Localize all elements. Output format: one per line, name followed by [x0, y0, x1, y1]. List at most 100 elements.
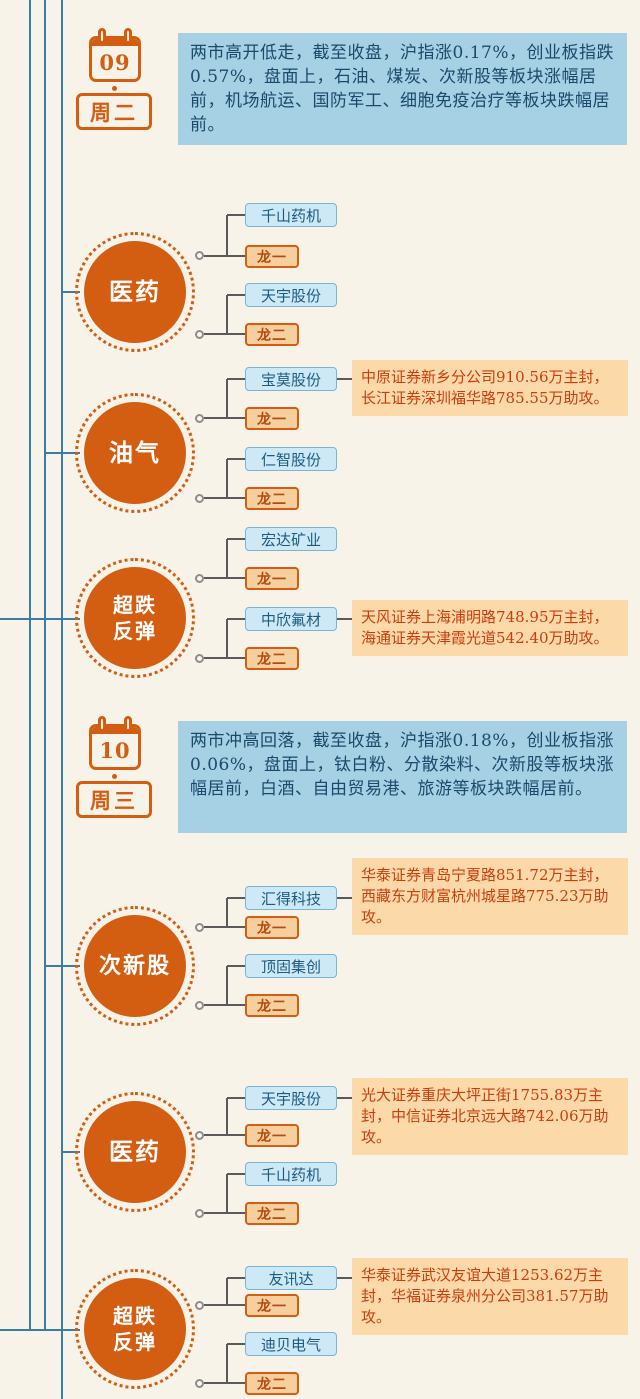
timeline-line	[61, 0, 63, 1399]
branch-line	[226, 1098, 228, 1135]
stock-chip: 中欣氟材	[245, 607, 337, 631]
note-connector	[337, 1097, 352, 1099]
branch-line	[227, 897, 245, 899]
stock-chip: 友讯达	[245, 1266, 337, 1290]
broker-note: 中原证券新乡分公司910.56万主封，长江证券深圳福华路785.55万助攻。	[352, 360, 628, 416]
sector-label: 超跌 反弹	[84, 1278, 186, 1380]
calendar-band	[92, 727, 138, 734]
branch-line	[227, 965, 245, 967]
rank-chip: 龙一	[245, 1124, 299, 1147]
branch-line	[227, 1097, 245, 1099]
rank-chip: 龙二	[245, 1372, 299, 1395]
note-connector	[337, 378, 352, 380]
timeline-line	[44, 0, 46, 1330]
calendar-ring-icon	[98, 716, 106, 732]
broker-note: 华泰证券武汉友谊大道1253.62万主封，华福证券泉州分公司381.57万助攻。	[352, 1258, 628, 1335]
stock-chip: 顶固集创	[245, 954, 337, 978]
rank-chip: 龙一	[245, 407, 299, 430]
sector-node: 超跌 反弹	[75, 558, 195, 678]
branch-line	[204, 1004, 245, 1006]
calendar-body: 10	[89, 724, 141, 770]
stock-chip: 千山药机	[245, 1162, 337, 1186]
branch-line	[226, 295, 228, 334]
rank-chip: 龙一	[245, 1294, 299, 1317]
sector-node: 医药	[75, 1092, 195, 1212]
junction-dot	[195, 1209, 204, 1218]
timeline-branch	[45, 965, 80, 967]
timeline-branch	[0, 618, 80, 620]
sector-node: 超跌 反弹	[75, 1269, 195, 1389]
branch-line	[204, 1304, 245, 1306]
calendar-ring-icon	[124, 28, 132, 44]
branch-line	[204, 497, 245, 499]
branch-line	[226, 966, 228, 1005]
calendar-date: 10	[99, 738, 131, 763]
junction-dot	[195, 1301, 204, 1310]
note-connector	[337, 618, 352, 620]
branch-line	[227, 1343, 245, 1345]
sector-label: 超跌 反弹	[84, 567, 186, 669]
branch-line	[204, 577, 245, 579]
branch-line	[226, 1278, 228, 1305]
sector-node: 医药	[75, 232, 195, 352]
branch-line	[226, 379, 228, 418]
junction-dot	[195, 251, 204, 260]
timeline-branch	[0, 1329, 80, 1331]
branch-line	[227, 378, 245, 380]
branch-line	[227, 538, 245, 540]
branch-line	[204, 333, 245, 335]
junction-dot	[195, 923, 204, 932]
branch-line	[226, 215, 228, 256]
branch-line	[204, 1382, 245, 1384]
calendar-icon: 10	[89, 716, 141, 770]
branch-line	[226, 898, 228, 927]
junction-dot	[195, 574, 204, 583]
branch-line	[204, 657, 245, 659]
rank-chip: 龙一	[245, 245, 299, 268]
stock-chip: 汇得科技	[245, 886, 337, 910]
junction-dot	[195, 494, 204, 503]
calendar-date: 09	[99, 50, 131, 75]
stock-chip: 宝莫股份	[245, 367, 337, 391]
note-connector	[337, 897, 352, 899]
branch-line	[226, 619, 228, 658]
branch-line	[226, 1344, 228, 1383]
broker-note: 天风证券上海浦明路748.95万主封，海通证券天津霞光道542.40万助攻。	[352, 600, 628, 656]
sector-node: 油气	[75, 393, 195, 513]
junction-dot	[195, 1379, 204, 1388]
broker-note: 光大证券重庆大坪正街1755.83万主封，中信证券北京远大路742.06万助攻。	[352, 1078, 628, 1155]
rank-chip: 龙二	[245, 1202, 299, 1225]
branch-line	[204, 926, 245, 928]
branch-line	[226, 459, 228, 498]
note-connector	[337, 1277, 352, 1279]
branch-line	[204, 1212, 245, 1214]
calendar-band	[92, 39, 138, 46]
branch-line	[204, 1134, 245, 1136]
branch-line	[204, 255, 245, 257]
timeline-branch	[62, 291, 80, 293]
weekday-badge: 周二	[76, 93, 152, 130]
branch-line	[226, 1174, 228, 1213]
stock-chip: 天宇股份	[245, 1086, 337, 1110]
calendar-ring-icon	[124, 716, 132, 732]
rank-chip: 龙二	[245, 994, 299, 1017]
junction-dot	[195, 414, 204, 423]
sector-label: 次新股	[84, 915, 186, 1017]
stock-chip: 仁智股份	[245, 447, 337, 471]
timeline-line	[29, 0, 31, 1330]
rank-chip: 龙一	[245, 916, 299, 939]
sector-label: 医药	[84, 241, 186, 343]
branch-line	[227, 1277, 245, 1279]
calendar-body: 09	[89, 36, 141, 82]
branch-line	[227, 458, 245, 460]
branch-line	[227, 1173, 245, 1175]
broker-note: 华泰证券青岛宁夏路851.72万主封，西藏东方财富杭州城星路775.23万助攻。	[352, 858, 628, 935]
decorative-dot	[112, 774, 117, 779]
junction-dot	[195, 1131, 204, 1140]
weekday-badge: 周三	[76, 781, 152, 818]
branch-line	[204, 417, 245, 419]
decorative-dot	[112, 86, 117, 91]
rank-chip: 龙一	[245, 567, 299, 590]
sector-node: 次新股	[75, 906, 195, 1026]
